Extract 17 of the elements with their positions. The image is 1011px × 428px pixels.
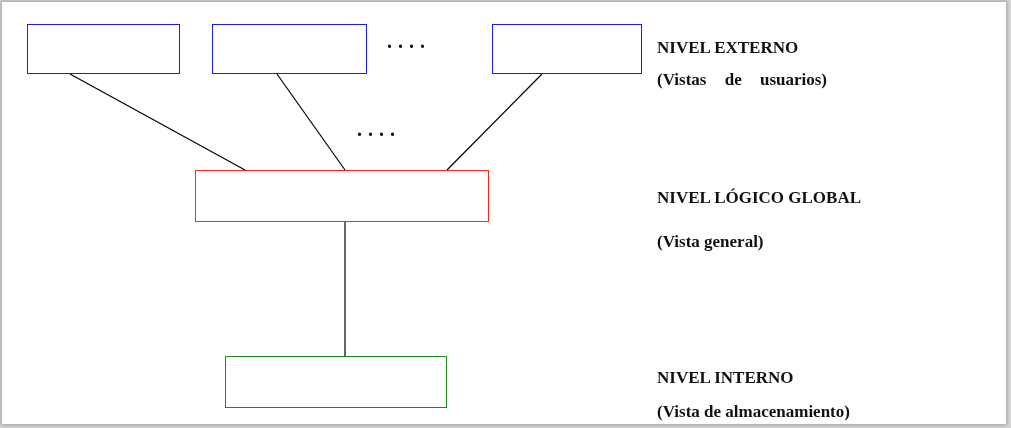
level-title: NIVEL LÓGICO GLOBAL [657, 188, 862, 208]
ellipsis-dots: .... [357, 118, 401, 141]
empty-box [27, 24, 180, 74]
connector-line [69, 73, 246, 171]
connector-line [344, 221, 346, 357]
level-subtitle: (Vista general) [657, 232, 764, 252]
ellipsis-dots: .... [387, 30, 431, 53]
empty-box [212, 24, 367, 74]
level-title: NIVEL EXTERNO [657, 38, 799, 58]
connector-line [446, 73, 543, 171]
level-title: NIVEL INTERNO [657, 368, 794, 388]
level-subtitle: (Vistas de usuarios) [657, 70, 827, 90]
empty-box [195, 170, 489, 222]
empty-box [492, 24, 642, 74]
connector-line [276, 73, 346, 171]
level-subtitle: (Vista de almacenamiento) [657, 402, 850, 422]
empty-box [225, 356, 447, 408]
